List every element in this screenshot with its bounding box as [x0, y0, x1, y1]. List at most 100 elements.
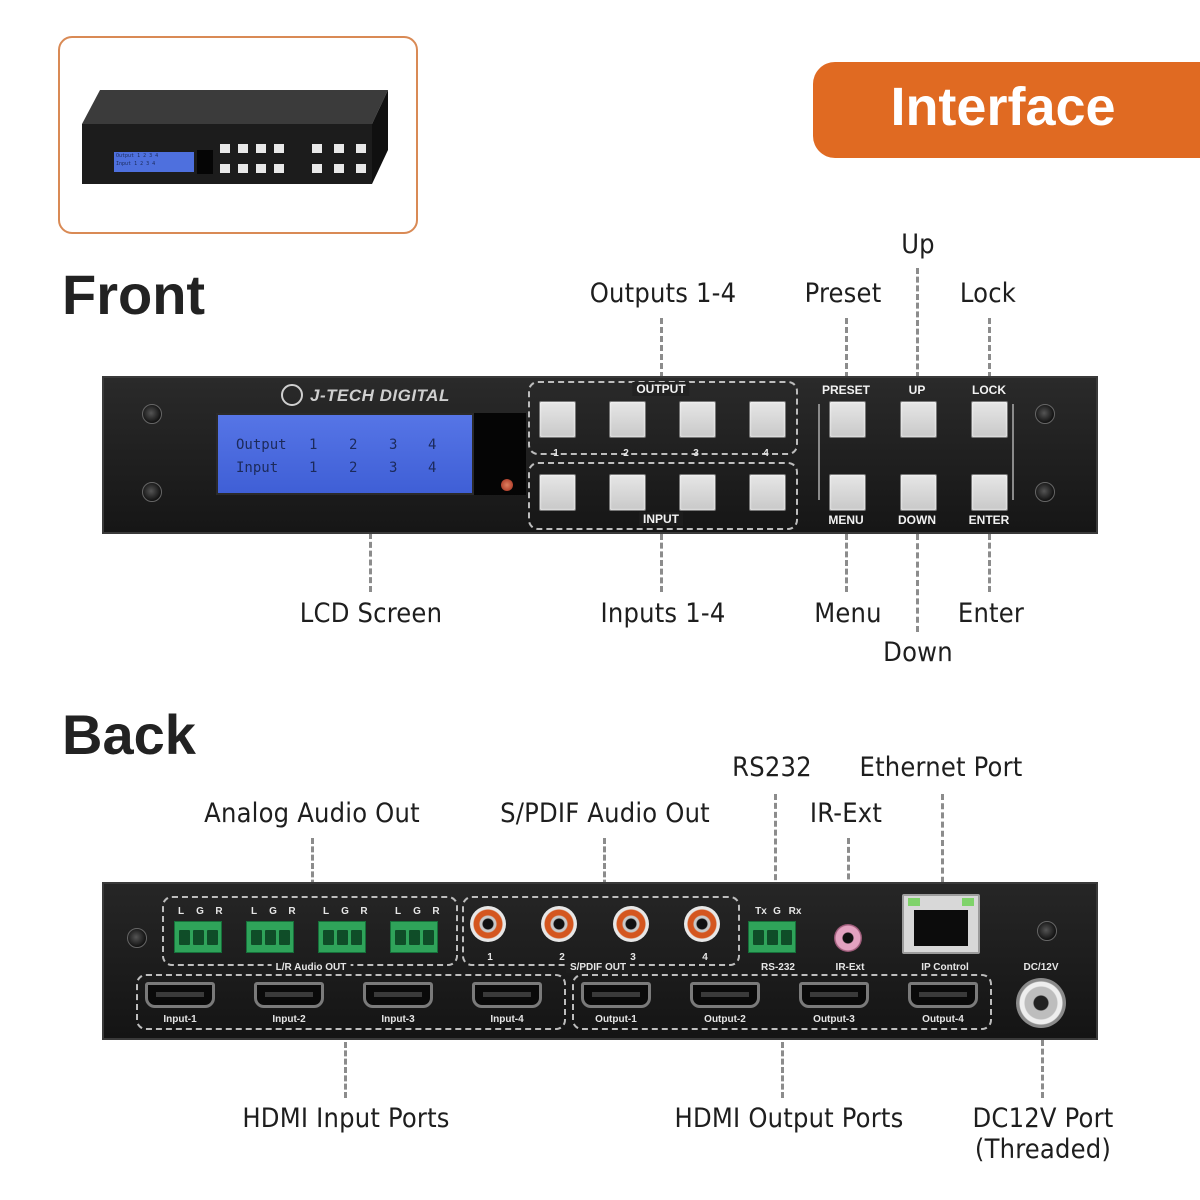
hdmi-input-3-port[interactable]	[363, 982, 433, 1008]
audio-pin-letter: G	[196, 906, 204, 917]
spdif-number: 4	[702, 952, 708, 963]
input-4-button[interactable]	[749, 474, 786, 511]
thumbnail-lcd-text: Output 1 2 3 4 Input 1 2 3 4	[116, 152, 196, 168]
label-lcd: LCD Screen	[299, 598, 443, 629]
audio-pin-letter: L	[250, 906, 258, 917]
enter-button[interactable]	[971, 474, 1008, 511]
up-button[interactable]	[900, 401, 937, 438]
up-label: UP	[908, 383, 926, 397]
leader-irext	[847, 838, 850, 906]
hdmi-input-1-port[interactable]	[145, 982, 215, 1008]
enter-label: ENTER	[968, 513, 1010, 527]
label-hdmi-out: HDMI Output Ports	[674, 1103, 904, 1134]
label-down: Down	[883, 637, 953, 668]
thumb-lcd-cell: 2	[143, 153, 147, 159]
leader-lcd	[369, 480, 372, 592]
down-button[interactable]	[900, 474, 937, 511]
thumb-lcd-cell: 3	[146, 161, 150, 167]
output-group-label: OUTPUT	[632, 382, 690, 396]
leader-up	[916, 268, 919, 378]
spdif-number: 1	[487, 952, 493, 963]
ir-ext-jack[interactable]	[834, 924, 862, 952]
spdif-2-jack[interactable]	[541, 906, 577, 942]
front-screw-icon	[1035, 404, 1055, 424]
label-analog: Analog Audio Out	[204, 798, 420, 829]
hdmi-output-label: Output-1	[595, 1014, 637, 1025]
menu-label: MENU	[828, 513, 864, 527]
label-lock: Lock	[959, 278, 1017, 309]
output-4-button[interactable]	[749, 401, 786, 438]
hdmi-output-2-port[interactable]	[690, 982, 760, 1008]
dc-power-jack[interactable]	[1016, 978, 1066, 1028]
rs232-terminal[interactable]	[748, 921, 796, 953]
label-irext: IR-Ext	[809, 798, 883, 829]
ethernet-led-icon	[908, 898, 920, 906]
leader-hdmi-out	[781, 1042, 784, 1098]
leader-inputs	[660, 534, 663, 592]
audio-pin-letter: L	[322, 906, 330, 917]
down-label: DOWN	[898, 513, 936, 527]
hdmi-output-3-port[interactable]	[799, 982, 869, 1008]
thumb-lcd-cell: Input	[116, 161, 132, 167]
lcd-text: Output	[236, 437, 287, 453]
front-screw-icon	[142, 482, 162, 502]
menu-button[interactable]	[829, 474, 866, 511]
label-up: Up	[901, 229, 935, 260]
analog-audio-terminal-3[interactable]	[318, 921, 366, 953]
audio-pin-letter: L	[177, 906, 185, 917]
lcd-screen	[216, 413, 474, 495]
thumb-lcd-cell: Output	[116, 153, 135, 159]
hdmi-input-label: Input-1	[163, 1014, 197, 1025]
thumb-lcd-cell: 1	[137, 153, 141, 159]
control-divider-right	[1012, 404, 1014, 500]
hdmi-input-box	[136, 974, 566, 1030]
analog-audio-terminal-2[interactable]	[246, 921, 294, 953]
rs232-pin: Rx	[788, 906, 802, 917]
leader-down	[916, 534, 919, 632]
output-3-button[interactable]	[679, 401, 716, 438]
back-heading: Back	[62, 703, 196, 766]
label-inputs: Inputs 1-4	[600, 598, 726, 629]
lcd-text: 1	[309, 437, 318, 453]
leader-ethernet	[941, 794, 944, 892]
hdmi-output-label: Output-2	[704, 1014, 746, 1025]
thumb-lcd-cell: 1	[134, 161, 138, 167]
output-number: 2	[623, 448, 629, 459]
spdif-3-jack[interactable]	[613, 906, 649, 942]
label-dc-line2: (Threaded)	[974, 1134, 1112, 1165]
thumb-lcd-cell: 4	[152, 161, 156, 167]
analog-audio-terminal-1[interactable]	[174, 921, 222, 953]
output-2-button[interactable]	[609, 401, 646, 438]
rs232-pin: Tx	[755, 906, 767, 917]
analog-audio-terminal-4[interactable]	[390, 921, 438, 953]
input-2-button[interactable]	[609, 474, 646, 511]
lcd-text: 4	[428, 460, 437, 476]
hdmi-output-label: Output-3	[813, 1014, 855, 1025]
front-screw-icon	[1035, 482, 1055, 502]
leader-analog	[311, 838, 314, 894]
ir-ext-label: IR-Ext	[835, 962, 865, 973]
spdif-1-jack[interactable]	[470, 906, 506, 942]
output-1-button[interactable]	[539, 401, 576, 438]
output-number: 3	[693, 448, 699, 459]
hdmi-output-1-port[interactable]	[581, 982, 651, 1008]
lcd-text: 2	[349, 437, 358, 453]
input-1-button[interactable]	[539, 474, 576, 511]
preset-button[interactable]	[829, 401, 866, 438]
input-3-button[interactable]	[679, 474, 716, 511]
ethernet-led-icon	[962, 898, 974, 906]
audio-pin-letter: G	[269, 906, 277, 917]
lock-button[interactable]	[971, 401, 1008, 438]
audio-pin-letter: R	[215, 906, 223, 917]
label-dc-line1: DC12V Port	[972, 1103, 1114, 1134]
leader-enter	[988, 534, 991, 592]
hdmi-output-4-port[interactable]	[908, 982, 978, 1008]
leader-menu	[845, 534, 848, 592]
hdmi-input-4-port[interactable]	[472, 982, 542, 1008]
spdif-4-jack[interactable]	[684, 906, 720, 942]
ir-receiver-icon	[501, 479, 513, 491]
hdmi-input-2-port[interactable]	[254, 982, 324, 1008]
spdif-number: 3	[630, 952, 636, 963]
control-divider-left	[818, 404, 820, 500]
label-outputs: Outputs 1-4	[589, 278, 737, 309]
